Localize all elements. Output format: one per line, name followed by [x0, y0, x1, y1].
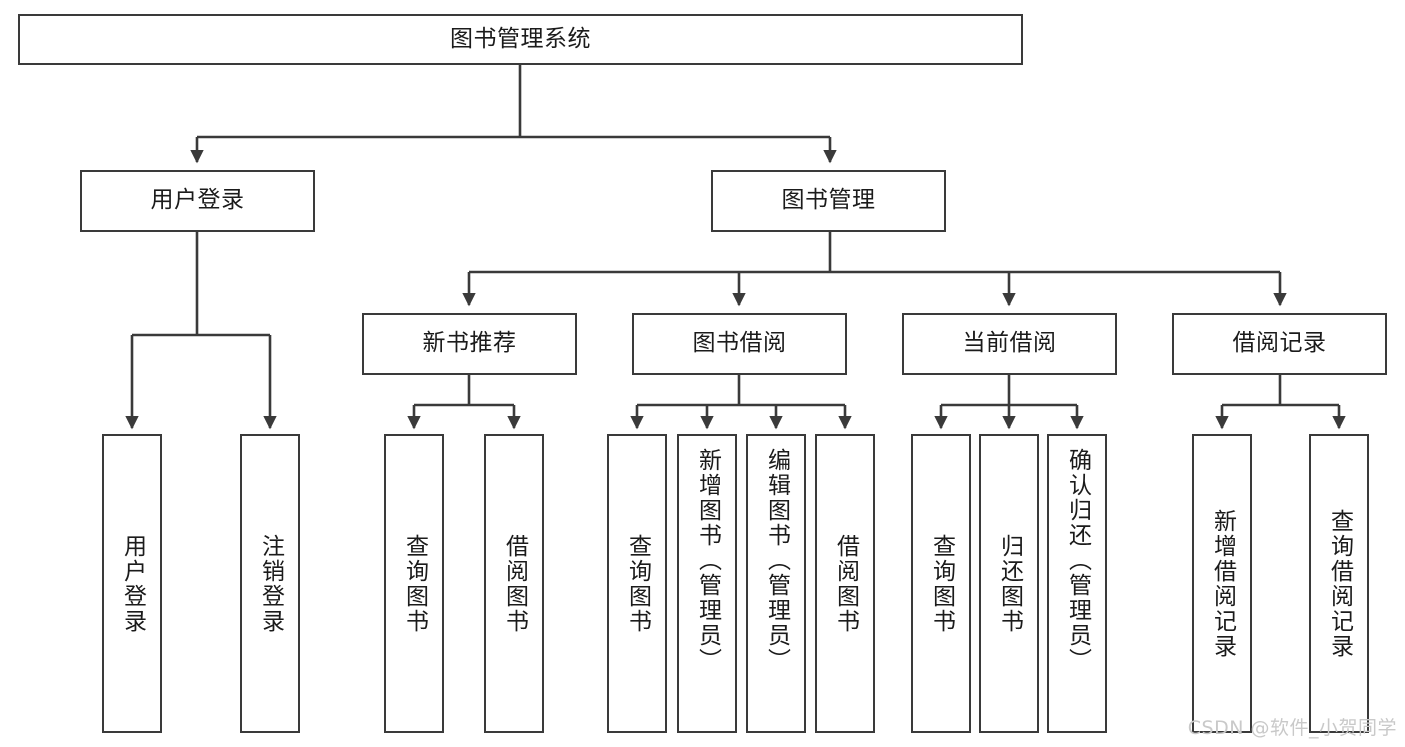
node-leaf-borrow-book-recommend[interactable]: 借阅图书 — [484, 434, 544, 733]
node-leaf-add-borrow-record[interactable]: 新增借阅记录 — [1192, 434, 1252, 733]
node-user-login[interactable]: 用户登录 — [80, 170, 315, 232]
node-book-management[interactable]: 图书管理 — [711, 170, 946, 232]
node-label: 查询图书 — [624, 533, 651, 634]
node-root-book-management-system[interactable]: 图书管理系统 — [18, 14, 1023, 65]
watermark: CSDN @软件_小贺同学 — [1187, 717, 1397, 739]
node-current-borrow[interactable]: 当前借阅 — [902, 313, 1117, 375]
node-label: 新增图书（管理员） — [694, 448, 721, 673]
node-leaf-query-book-recommend[interactable]: 查询图书 — [384, 434, 444, 733]
node-new-book-recommend[interactable]: 新书推荐 — [362, 313, 577, 375]
node-leaf-logout[interactable]: 注销登录 — [240, 434, 300, 733]
node-label: 用户登录 — [150, 187, 245, 214]
node-label: 注销登录 — [257, 533, 284, 634]
node-borrow-record[interactable]: 借阅记录 — [1172, 313, 1387, 375]
node-leaf-return-book[interactable]: 归还图书 — [979, 434, 1039, 733]
node-leaf-user-login[interactable]: 用户登录 — [102, 434, 162, 733]
node-label: 借阅记录 — [1232, 330, 1327, 357]
node-leaf-query-borrow-record[interactable]: 查询借阅记录 — [1309, 434, 1369, 733]
node-label: 查询借阅记录 — [1326, 508, 1353, 659]
node-label: 当前借阅 — [962, 330, 1057, 357]
node-label: 图书管理 — [781, 187, 876, 214]
node-label: 图书借阅 — [692, 330, 787, 357]
node-leaf-borrow-book[interactable]: 借阅图书 — [815, 434, 875, 733]
node-label: 查询图书 — [928, 533, 955, 634]
node-label: 归还图书 — [996, 533, 1023, 634]
node-leaf-query-book-current[interactable]: 查询图书 — [911, 434, 971, 733]
node-leaf-confirm-return-admin[interactable]: 确认归还（管理员） — [1047, 434, 1107, 733]
node-book-borrow[interactable]: 图书借阅 — [632, 313, 847, 375]
node-label: 查询图书 — [401, 533, 428, 634]
node-label: 新书推荐 — [422, 330, 517, 357]
node-label: 编辑图书（管理员） — [763, 448, 790, 673]
node-label: 借阅图书 — [501, 533, 528, 634]
node-leaf-query-book-borrow[interactable]: 查询图书 — [607, 434, 667, 733]
node-leaf-edit-book-admin[interactable]: 编辑图书（管理员） — [746, 434, 806, 733]
node-label: 借阅图书 — [832, 533, 859, 634]
node-label: 新增借阅记录 — [1209, 508, 1236, 659]
node-label: 确认归还（管理员） — [1064, 448, 1091, 673]
node-leaf-add-book-admin[interactable]: 新增图书（管理员） — [677, 434, 737, 733]
node-label: 图书管理系统 — [450, 25, 591, 52]
node-label: 用户登录 — [119, 533, 146, 634]
